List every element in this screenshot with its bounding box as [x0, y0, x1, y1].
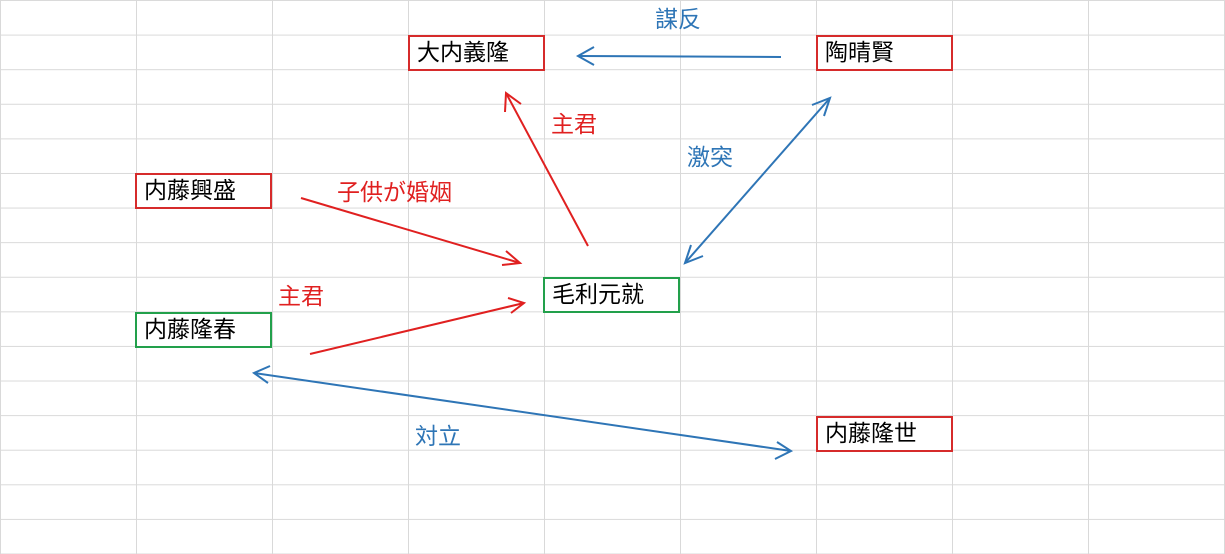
node-naito-takaharu: 内藤隆春 [135, 312, 272, 348]
label-lord-left: 主君 [278, 284, 324, 310]
node-naito-takayo: 内藤隆世 [816, 416, 953, 452]
label-clash: 激突 [687, 145, 733, 171]
arrow-conflict [251, 365, 794, 460]
arrow-rebellion [575, 46, 782, 66]
arrow-lord-top [504, 91, 589, 247]
node-naito-okimori: 内藤興盛 [135, 173, 272, 209]
arrow-child-marriage [300, 197, 523, 266]
label-conflict: 対立 [415, 424, 461, 450]
label-child-marriage: 子供が婚姻 [337, 180, 452, 206]
arrow-lord-left [309, 297, 527, 355]
node-sue-harukata: 陶晴賢 [816, 35, 953, 71]
label-lord-top: 主君 [551, 112, 597, 138]
arrow-clash [683, 96, 832, 265]
label-rebellion: 謀反 [655, 7, 701, 33]
node-ouchi-yoshitaka: 大内義隆 [408, 35, 545, 71]
node-mori-motonari: 毛利元就 [543, 277, 680, 313]
